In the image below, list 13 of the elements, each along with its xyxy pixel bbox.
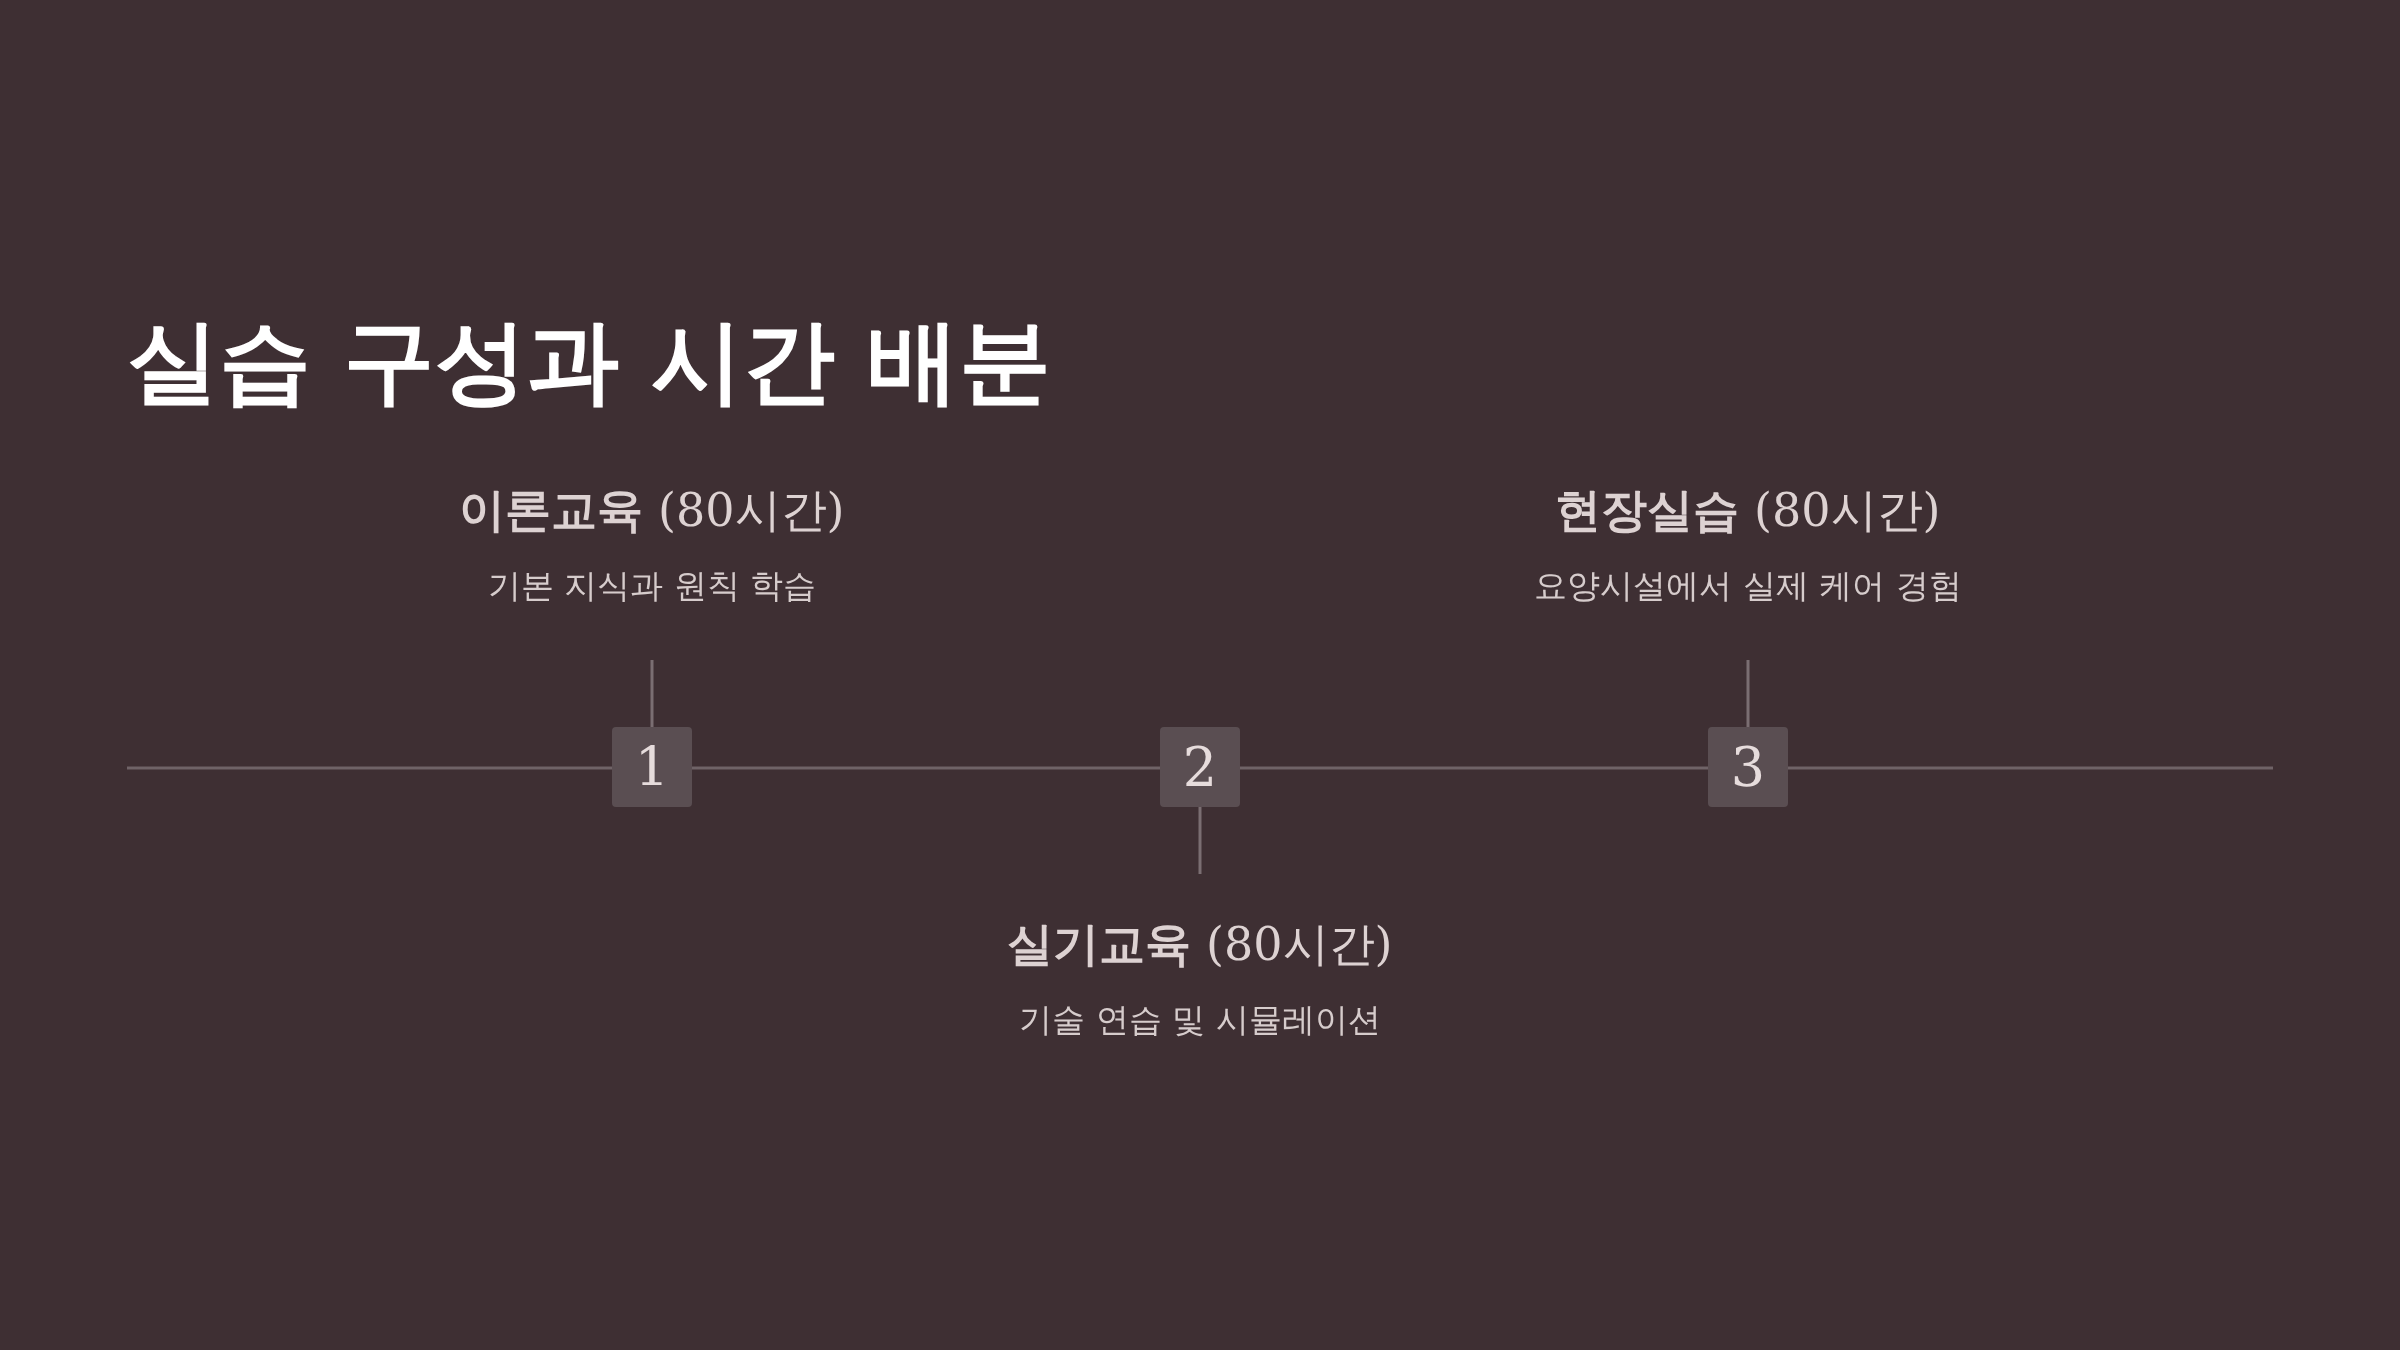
step-description: 요양시설에서 실제 케어 경험 (1534, 565, 1962, 607)
step-number-box: 3 (1708, 727, 1788, 807)
step-description: 기본 지식과 원칙 학습 (487, 565, 817, 607)
connector-line (650, 660, 654, 727)
step-number-box: 1 (612, 727, 692, 807)
step-heading: 현장실습 (80시간) (1555, 482, 1941, 539)
connector-line (1198, 807, 1202, 874)
connector-line (1746, 660, 1750, 727)
title: 실습 구성과 시간 배분 (127, 307, 1052, 417)
step-heading: 실기교육 (80시간) (1007, 916, 1393, 973)
step-number-box: 2 (1160, 727, 1240, 807)
step-description: 기술 연습 및 시뮬레이션 (1019, 999, 1381, 1041)
step-heading: 이론교육 (80시간) (459, 482, 845, 539)
